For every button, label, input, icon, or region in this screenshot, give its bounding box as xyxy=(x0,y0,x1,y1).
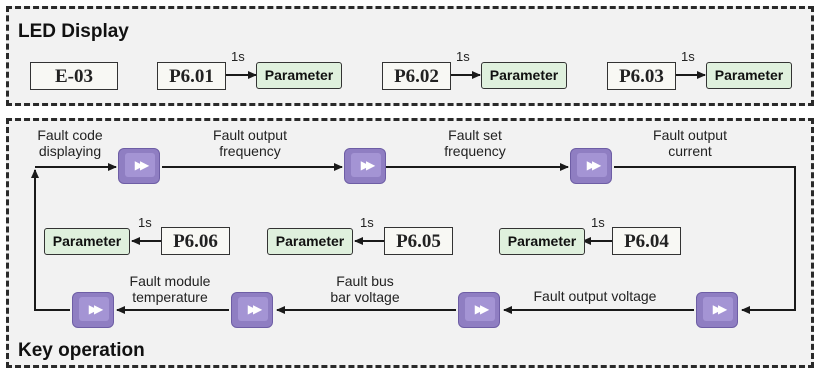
code-p605: P6.05 xyxy=(384,227,453,255)
code-p606: P6.06 xyxy=(161,227,230,255)
fast-forward-icon: ▶▶ xyxy=(134,158,149,172)
fast-forward-icon: ▶▶ xyxy=(88,302,103,316)
key-operation-title: Key operation xyxy=(18,340,145,361)
code-p604: P6.04 xyxy=(612,227,681,255)
time-label: 1s xyxy=(456,49,470,64)
time-label: 1s xyxy=(591,215,605,230)
shift-key-4: ▶▶ xyxy=(696,292,738,328)
parameter-box: Parameter xyxy=(44,228,130,255)
code-p602: P6.02 xyxy=(382,62,451,90)
label-fault-output-current: Fault output current xyxy=(653,127,727,159)
parameter-box: Parameter xyxy=(706,62,792,89)
code-p601: P6.01 xyxy=(157,62,226,90)
fast-forward-icon: ▶▶ xyxy=(474,302,489,316)
parameter-box: Parameter xyxy=(256,62,342,89)
label-fault-code-displaying: Fault code displaying xyxy=(37,127,103,159)
shift-key-1: ▶▶ xyxy=(118,148,160,184)
shift-key-2: ▶▶ xyxy=(344,148,386,184)
time-label: 1s xyxy=(681,49,695,64)
led-display-title: LED Display xyxy=(18,21,129,42)
shift-key-3: ▶▶ xyxy=(570,148,612,184)
time-label: 1s xyxy=(231,49,245,64)
label-fault-output-voltage: Fault output voltage xyxy=(533,288,657,304)
time-label: 1s xyxy=(360,215,374,230)
fast-forward-icon: ▶▶ xyxy=(247,302,262,316)
fast-forward-icon: ▶▶ xyxy=(712,302,727,316)
label-fault-set-frequency: Fault set frequency xyxy=(444,127,506,159)
fault-code-display: E-03 xyxy=(30,62,118,90)
parameter-box: Parameter xyxy=(267,228,353,255)
parameter-box: Parameter xyxy=(481,62,567,89)
code-p603: P6.03 xyxy=(607,62,676,90)
shift-key-5: ▶▶ xyxy=(458,292,500,328)
label-fault-output-frequency: Fault output frequency xyxy=(213,127,287,159)
time-label: 1s xyxy=(138,215,152,230)
label-fault-module-temperature: Fault module temperature xyxy=(129,273,211,305)
fast-forward-icon: ▶▶ xyxy=(586,158,601,172)
label-fault-bus-bar-voltage: Fault bus bar voltage xyxy=(330,273,400,305)
shift-key-7: ▶▶ xyxy=(72,292,114,328)
parameter-box: Parameter xyxy=(499,228,585,255)
shift-key-6: ▶▶ xyxy=(231,292,273,328)
fast-forward-icon: ▶▶ xyxy=(360,158,375,172)
